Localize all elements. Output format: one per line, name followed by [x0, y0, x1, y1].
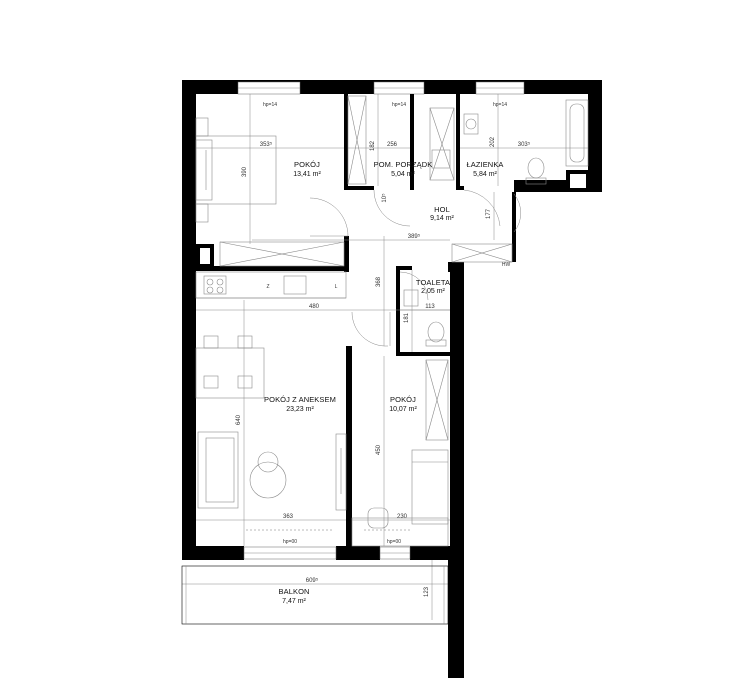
room-area-pokoj-z-aneksem: 23,23 m²	[286, 406, 314, 413]
coffee-table-icon	[249, 461, 287, 499]
windows	[237, 81, 525, 560]
interior-walls	[196, 94, 516, 546]
wall-mark-hw: HW	[502, 262, 511, 268]
doors	[309, 189, 522, 347]
desk-icon	[351, 517, 449, 547]
dim-609: 609⁵	[306, 577, 319, 584]
dim-368: 368	[376, 276, 382, 287]
sill-height-2: hp=14	[392, 102, 406, 108]
sill-height-1: hp=14	[263, 102, 277, 108]
room-name-pokoj-2: POKÓJ	[390, 395, 416, 404]
room-name-pokoj-1: POKÓJ	[294, 160, 320, 169]
dim-181: 181	[404, 312, 410, 323]
dim-390: 390	[242, 166, 248, 177]
bed-2-icon	[411, 449, 449, 525]
dim-123: 123	[424, 586, 430, 597]
washing-machine-icon	[463, 113, 479, 135]
room-area-pokoj-1: 13,41 m²	[293, 171, 321, 178]
room-area-hol: 9,14 m²	[430, 215, 454, 222]
room-area-pom-porzadk: 5,04 m²	[391, 171, 415, 178]
room-area-balkon: 7,47 m²	[282, 598, 306, 605]
dim-450: 450	[376, 444, 382, 455]
room-name-pom-porzadk: POM. PORZĄDK	[374, 160, 433, 169]
sill-height-3: hp=14	[493, 102, 507, 108]
room-name-lazienka: ŁAZIENKA	[466, 160, 503, 169]
dim-389: 389⁵	[408, 233, 421, 240]
dim-256: 256	[387, 142, 398, 148]
room-area-lazienka: 5,84 m²	[473, 171, 497, 178]
sill-height-4: hp=00	[283, 539, 297, 545]
toilet-icon	[527, 157, 545, 179]
kitchen-mark-l: L	[335, 284, 338, 290]
dim-177: 177	[486, 208, 492, 219]
dim-353: 353⁵	[260, 141, 273, 148]
kitchen-sink-icon	[283, 275, 307, 295]
sofa-icon	[197, 431, 239, 509]
dim-202: 202	[490, 136, 496, 147]
dim-303: 303⁵	[518, 141, 531, 148]
furniture	[195, 95, 589, 547]
dim-480: 480	[309, 304, 320, 310]
room-name-toaleta: TOALETA	[416, 278, 450, 287]
dim-230: 230	[397, 514, 408, 520]
dim-10: 10⁵	[381, 193, 388, 203]
sink-icon	[403, 289, 419, 307]
room-name-pokoj-z-aneksem: POKÓJ Z ANEKSEM	[264, 395, 336, 404]
sill-height-5: hp=00	[387, 539, 401, 545]
dim-182: 182	[370, 140, 376, 151]
toilet-2-icon	[427, 321, 445, 343]
balcony	[181, 565, 449, 625]
dim-113: 113	[425, 304, 435, 310]
room-area-toaleta: 2,05 m²	[421, 288, 445, 295]
room-name-hol: HOL	[434, 205, 450, 214]
kitchen-mark-z: Z	[266, 284, 269, 290]
bathtub-icon	[565, 99, 589, 167]
dim-640: 640	[236, 414, 242, 425]
dimension-lines	[182, 94, 588, 620]
room-name-balkon: BALKON	[278, 587, 309, 596]
room-area-pokoj-2: 10,07 m²	[389, 406, 417, 413]
dining-table-icon	[195, 347, 265, 399]
dim-363: 363	[283, 514, 294, 520]
